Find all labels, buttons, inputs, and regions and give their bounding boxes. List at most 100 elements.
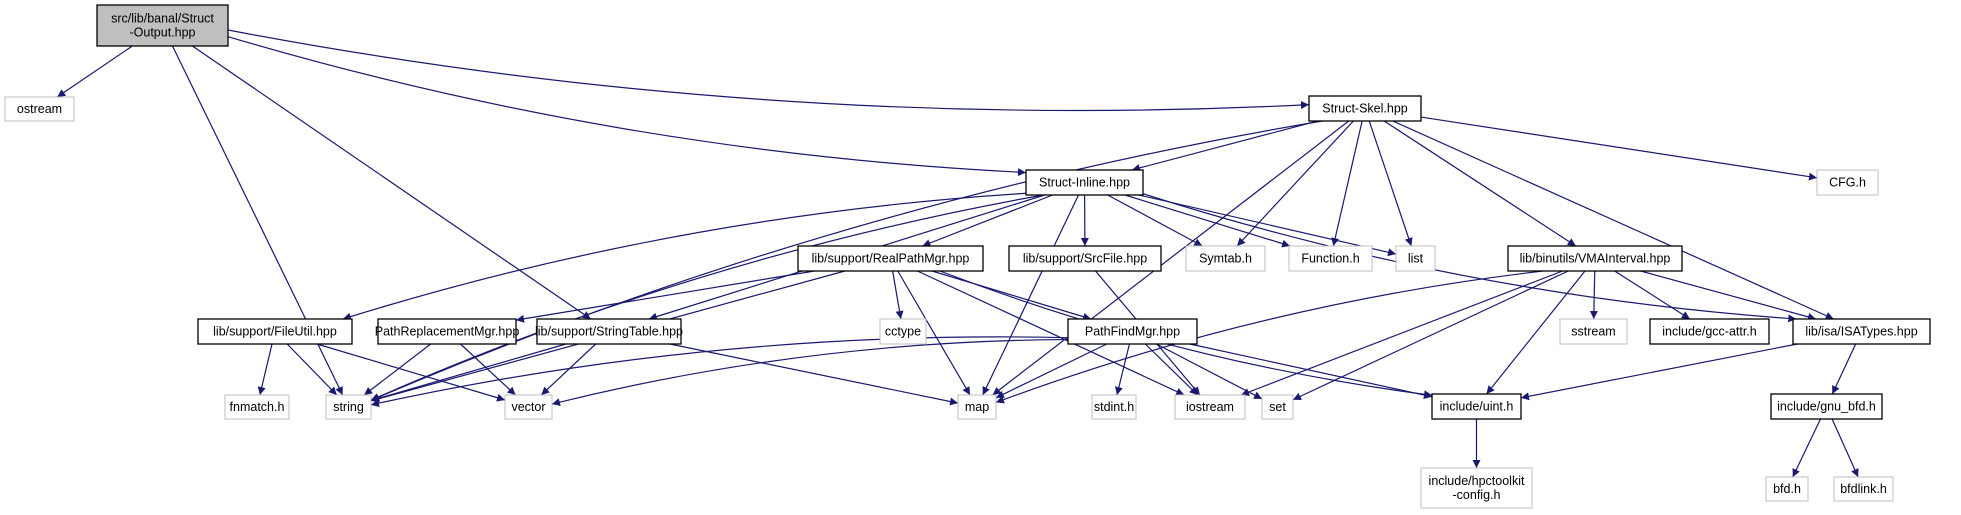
node-symtab-box [1185, 245, 1266, 272]
edge-vma-to-iostream [1240, 270, 1563, 396]
edge-inline-to-string [370, 194, 1044, 401]
edge-vma-to-gccattr [1614, 270, 1691, 320]
node-pathrepl-label: PathReplacementMgr.hpp [375, 325, 520, 339]
edge-skel-to-list [1368, 120, 1413, 247]
node-skel[interactable]: Struct-Skel.hpp [1308, 95, 1422, 122]
node-bfdlink-box [1833, 476, 1894, 502]
node-stdint: stdint.h [1091, 394, 1137, 420]
edge-gnubfd-to-bfd [1792, 418, 1822, 478]
node-fnmatch-label: fnmatch.h [230, 400, 285, 414]
node-isatypes-box[interactable] [1792, 318, 1931, 345]
node-isatypes[interactable]: lib/isa/ISATypes.hpp [1792, 318, 1931, 345]
node-gnubfd-label: include/gnu_bfd.h [1777, 400, 1876, 414]
edge-realpath-to-iostream [917, 270, 1185, 396]
edge-root-to-inline [227, 36, 1027, 177]
node-gnubfd-box[interactable] [1770, 393, 1883, 420]
edge-skel-to-function [1331, 120, 1363, 247]
node-cfg-label: CFG.h [1829, 176, 1866, 190]
edge-root-to-skel [227, 29, 1310, 112]
node-root-label: src/lib/banal/Struct [111, 12, 214, 26]
node-inline-label: Struct-Inline.hpp [1039, 176, 1130, 190]
node-uint-box[interactable] [1431, 393, 1522, 420]
node-inline-box[interactable] [1025, 169, 1144, 196]
edge-realpath-to-pathrepl [515, 270, 815, 323]
node-root[interactable]: src/lib/banal/Struct-Output.hpp [96, 4, 229, 47]
node-vector-label: vector [511, 400, 545, 414]
node-gccattr-label: include/gcc-attr.h [1662, 325, 1757, 339]
node-strtable[interactable]: lib/support/StringTable.hpp [535, 318, 683, 345]
node-pathfind[interactable]: PathFindMgr.hpp [1067, 318, 1198, 345]
edge-inline-to-symtab [1107, 194, 1203, 247]
node-realpath[interactable]: lib/support/RealPathMgr.hpp [797, 245, 984, 272]
node-root-box[interactable] [96, 4, 229, 47]
edge-skel-to-symtab [1236, 120, 1354, 247]
node-vector: vector [504, 394, 553, 420]
node-ostream: ostream [4, 96, 75, 122]
node-sstream-box [1559, 318, 1628, 345]
node-skel-box[interactable] [1308, 95, 1422, 122]
edge-root-to-string [171, 45, 344, 396]
node-fnmatch: fnmatch.h [224, 394, 290, 420]
edge-pathfind-to-set [1156, 343, 1263, 400]
node-stdint-box [1091, 394, 1137, 420]
node-cctype-label: cctype [885, 325, 921, 339]
node-vector-box [504, 394, 553, 420]
node-inline[interactable]: Struct-Inline.hpp [1025, 169, 1144, 196]
edge-fileutil-to-string [286, 343, 338, 396]
node-fileutil-box[interactable] [197, 318, 353, 345]
node-map-box [957, 394, 997, 420]
node-srcfile-box[interactable] [1008, 245, 1162, 272]
node-fileutil[interactable]: lib/support/FileUtil.hpp [197, 318, 353, 345]
node-vma[interactable]: lib/binutils/VMAInterval.hpp [1507, 245, 1683, 272]
edge-isatypes-to-gnubfd [1831, 343, 1857, 395]
node-function-label: Function.h [1301, 252, 1359, 266]
node-gccattr[interactable]: include/gcc-attr.h [1649, 318, 1770, 345]
node-function-box [1288, 245, 1373, 272]
node-pathfind-box[interactable] [1067, 318, 1198, 345]
node-isatypes-label: lib/isa/ISATypes.hpp [1805, 325, 1917, 339]
edge-inline-to-map [982, 194, 1080, 396]
edge-pathrepl-to-vector [460, 343, 516, 396]
node-cfg: CFG.h [1816, 169, 1879, 196]
edge-realpath-to-map [897, 270, 971, 396]
node-map: map [957, 394, 997, 420]
node-symtab-label: Symtab.h [1199, 252, 1252, 266]
node-set-label: set [1269, 400, 1286, 414]
node-strtable-box[interactable] [536, 318, 682, 345]
node-realpath-box[interactable] [797, 245, 984, 272]
node-sstream-label: sstream [1571, 325, 1615, 339]
node-iostream: iostream [1174, 394, 1246, 420]
edge-strtable-to-vector [540, 343, 597, 396]
node-string-label: string [333, 400, 364, 414]
node-vma-box[interactable] [1507, 245, 1683, 272]
edge-pathfind-to-map [995, 343, 1108, 399]
node-fileutil-label: lib/support/FileUtil.hpp [213, 325, 337, 339]
node-uint[interactable]: include/uint.h [1431, 393, 1522, 420]
edge-vma-to-map [995, 270, 1544, 404]
node-srcfile[interactable]: lib/support/SrcFile.hpp [1008, 245, 1162, 272]
node-cctype: cctype [879, 318, 927, 345]
edge-isatypes-to-uint [1520, 343, 1798, 401]
edge-pathfind-to-stdint [1114, 343, 1131, 396]
node-map-label: map [965, 400, 989, 414]
node-sstream: sstream [1559, 318, 1628, 345]
edge-root-to-ostream [56, 45, 133, 98]
edge-fileutil-to-vector [316, 343, 506, 402]
node-list-box [1395, 245, 1436, 272]
node-pathrepl[interactable]: PathReplacementMgr.hpp [375, 318, 520, 345]
node-gnubfd[interactable]: include/gnu_bfd.h [1770, 393, 1883, 420]
node-gccattr-box[interactable] [1649, 318, 1770, 345]
edge-pathfind-to-iostream [1144, 343, 1199, 396]
edge-pathfind-to-string [370, 336, 1069, 408]
node-vma-label: lib/binutils/VMAInterval.hpp [1520, 252, 1671, 266]
edge-strtable-to-string [370, 343, 567, 403]
node-pathrepl-box[interactable] [377, 318, 517, 345]
edge-pathfind-to-vector [551, 338, 1069, 407]
edge-realpath-to-cctype [892, 270, 904, 320]
node-string: string [325, 394, 372, 420]
edge-vma-to-set [1292, 270, 1569, 401]
edge-fileutil-to-fnmatch [257, 343, 273, 396]
node-ostream-box [4, 96, 75, 122]
node-cctype-box [879, 318, 927, 345]
node-set: set [1261, 394, 1294, 420]
